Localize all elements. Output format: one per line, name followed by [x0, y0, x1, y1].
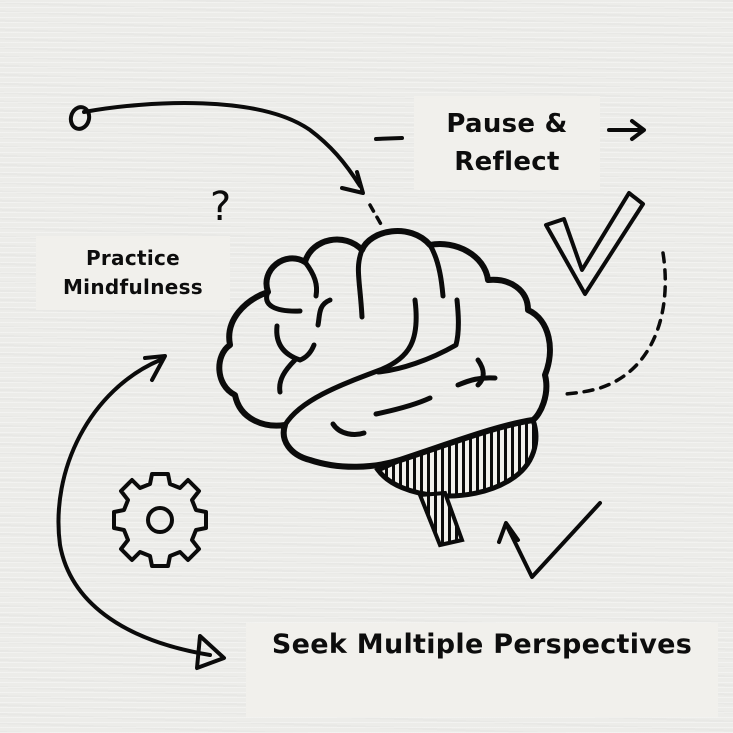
arrow-right-icon: [607, 119, 646, 141]
curved-arrow-top-icon: [68, 101, 384, 228]
seek-perspectives-label: Seek Multiple Perspectives: [246, 623, 718, 717]
pause-reflect-line-2: Reflect: [454, 147, 560, 177]
seek-perspectives-text: Seek Multiple Perspectives: [271, 629, 693, 660]
practice-mindfulness-line-2: Mindfulness: [62, 275, 204, 299]
practice-mindfulness-line-1: Practice: [85, 246, 181, 270]
checkmark-icon: [497, 501, 602, 579]
brain-icon: [216, 228, 553, 548]
dashed-arc-icon: [564, 251, 667, 396]
practice-mindfulness-label: Practice Mindfulness: [36, 236, 230, 310]
curved-double-arrow-icon: [56, 354, 226, 670]
pause-reflect-label: Pause & Reflect: [414, 96, 600, 190]
dash-icon: [374, 136, 404, 141]
checkmark-outline-icon: [544, 191, 645, 296]
question-mark-icon: ?: [210, 184, 231, 230]
pause-reflect-line-1: Pause &: [446, 109, 568, 139]
gear-icon: [112, 472, 208, 568]
